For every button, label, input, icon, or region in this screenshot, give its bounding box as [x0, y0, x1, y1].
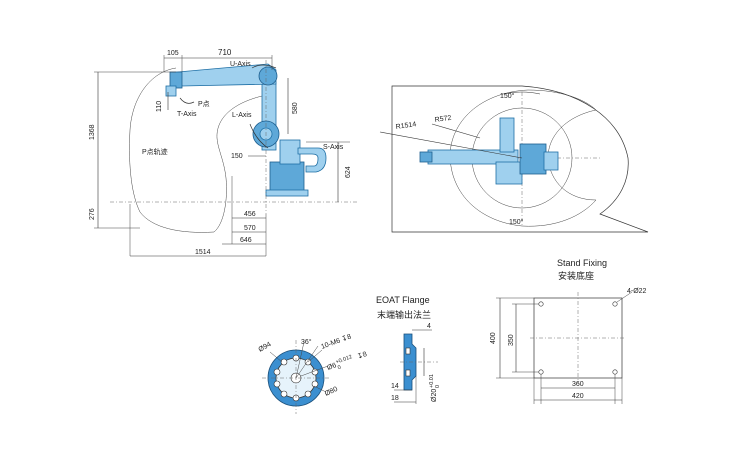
dim-94: Ø94: [258, 341, 273, 354]
stand-hole-tl: [538, 301, 544, 307]
dim-1368: 1368: [89, 124, 96, 140]
radius-leader-r1514: [379, 131, 523, 159]
robot-flange-side: [165, 85, 177, 97]
eoat-title-cn: 末端输出法兰: [377, 309, 431, 320]
radius-leader-r572: [431, 123, 481, 139]
s-axis-hose: [297, 147, 327, 173]
robot-base: [269, 161, 305, 193]
dim-110: 110: [156, 101, 163, 112]
robot-hose-top: [543, 151, 559, 171]
t-axis-arc: [179, 97, 195, 104]
dim-10-m6: 10-M6 ↧8: [320, 333, 352, 350]
p-point-trajectory: [129, 67, 263, 233]
stand-hole-br: [612, 369, 618, 375]
workspace-outer: [391, 85, 649, 233]
robot-wrist: [169, 71, 183, 89]
dim-1514: 1514: [195, 249, 211, 256]
dim-20: Ø20: [431, 389, 438, 402]
stand-fixing: Stand Fixing 安装底座 4-Ø22 400 350 360 420: [490, 258, 647, 404]
dim-580: 580: [292, 102, 299, 114]
dim-pin-group: Ø6 +0.012 0 ↧8: [326, 351, 368, 372]
t-axis-label: T-Axis: [177, 111, 197, 118]
dim-80: Ø80: [324, 386, 339, 398]
stand-hole-bl: [538, 369, 544, 375]
stand-hole-tr: [612, 301, 618, 307]
p-track-label: P点轨迹: [142, 147, 168, 156]
dim-350: 350: [508, 334, 515, 346]
dim-18: 18: [391, 395, 399, 402]
stand-title-cn: 安装底座: [558, 270, 594, 281]
dim-4: 4: [427, 323, 431, 330]
dim-20-group: Ø20 +0.01 0: [429, 374, 441, 402]
l-axis-label: L-Axis: [232, 112, 252, 119]
radius-r572: R572: [434, 115, 452, 124]
stand-holes: 4-Ø22: [627, 288, 647, 295]
dim-pin-tol-low: 0: [337, 365, 342, 372]
p-point-label: P点: [198, 100, 210, 108]
dim-20-tol-low: 0: [435, 385, 441, 388]
u-axis-arc: [251, 64, 277, 69]
s-axis-label: S-Axis: [323, 144, 344, 151]
eoat-title-en: EOAT Flange: [376, 295, 430, 305]
dim-pin-depth: ↧8: [356, 351, 368, 361]
dim-624: 624: [345, 166, 352, 178]
robot-wrist-top: [419, 151, 433, 163]
dim-36: 36°: [301, 338, 312, 346]
angle-bottom: 150°: [509, 218, 524, 226]
u-axis-label: U-Axis: [230, 61, 251, 68]
dim-105: 105: [167, 50, 179, 57]
dim-570: 570: [244, 225, 256, 232]
robot-body-top: [495, 161, 523, 185]
dim-646: 646: [240, 237, 252, 244]
dim-420: 420: [572, 393, 584, 400]
dim-20-tol: +0.01: [429, 374, 435, 388]
top-view: 150° 150° R1514 R572: [379, 85, 649, 233]
robot-turret-top: [519, 143, 547, 175]
dim-14: 14: [391, 383, 399, 390]
l-axis-arc: [249, 123, 269, 149]
round-flange: 36° Ø94 10-M6 ↧8 Ø6 +0.012 0 ↧8 Ø80: [258, 333, 368, 414]
robot-motor-top: [499, 117, 515, 153]
dim-456: 456: [244, 211, 256, 218]
robot-turret: [279, 139, 301, 165]
dim-360: 360: [572, 381, 584, 388]
dim-pin-tol: +0.012: [335, 354, 353, 365]
dim-400: 400: [490, 332, 497, 344]
dim-276: 276: [89, 208, 96, 220]
robot-base-plate: [265, 189, 309, 197]
stand-title-en: Stand Fixing: [557, 258, 607, 268]
u-axis-joint: [258, 66, 278, 86]
side-view: 105 710 U-Axis 1368 276 110 P点 T-Axis L-…: [89, 48, 358, 257]
angle-top: 150°: [500, 92, 515, 100]
angle-arc-top: [503, 91, 541, 95]
dim-pin: Ø6: [326, 362, 337, 372]
eoat-flange: EOAT Flange 末端输出法兰 4 14 18 Ø20 +0.01 0: [376, 295, 441, 404]
radius-r1514: R1514: [395, 121, 417, 131]
dim-150: 150: [231, 153, 243, 160]
dim-710: 710: [218, 48, 232, 57]
